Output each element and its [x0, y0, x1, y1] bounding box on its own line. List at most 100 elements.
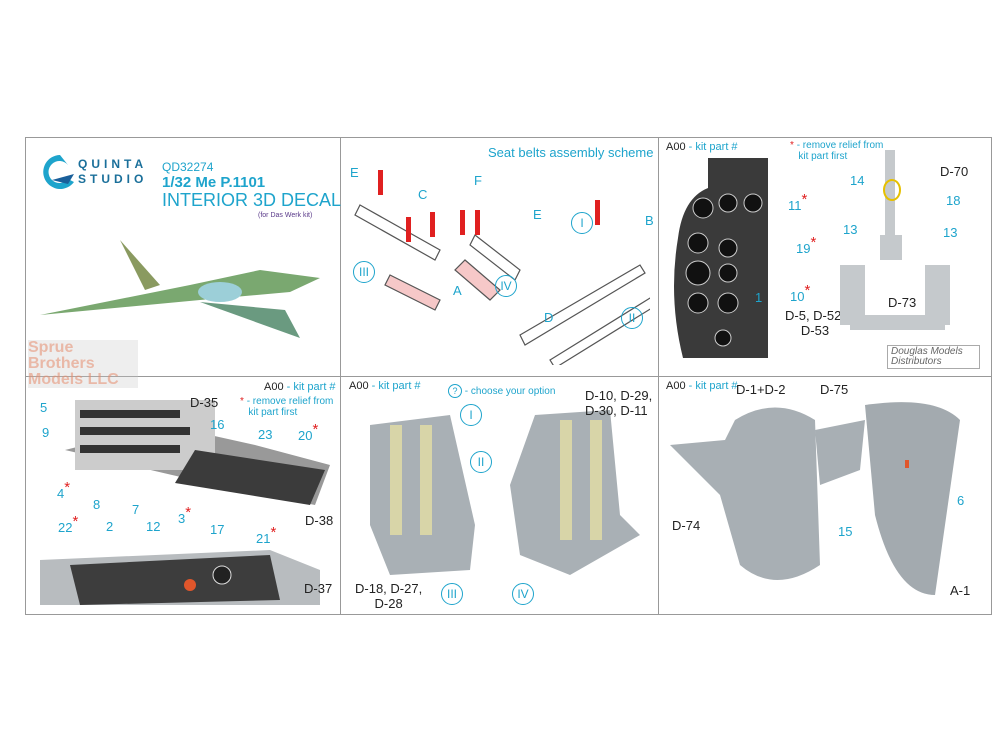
dash-legend-kitpart: A00 - kit part #: [666, 141, 738, 153]
callout-16: 16: [210, 417, 225, 432]
instruction-sheet: [25, 137, 992, 615]
legend-text: kit part first: [248, 407, 298, 418]
label: 22: [58, 520, 73, 535]
seats-image: [370, 410, 640, 575]
part-d38: D-38: [305, 513, 334, 528]
label: D-18, D-27,: [355, 581, 423, 596]
legend-text: - remove relief from: [796, 140, 884, 151]
side-panel-image: [65, 400, 330, 505]
option-iii-badge: III: [441, 583, 463, 605]
belts-diagram: [354, 170, 650, 365]
part-d74: D-74: [672, 518, 701, 533]
kit-part-code: A00: [349, 380, 369, 392]
callout-23: 23: [258, 427, 273, 442]
label: D-30, D-11: [585, 403, 648, 418]
callout-9: 9: [42, 425, 50, 440]
kit-part-code: A00: [264, 381, 284, 393]
control-stick-image: [840, 150, 950, 330]
option-i-badge: I: [571, 212, 593, 234]
callout-21: 21*: [256, 524, 277, 546]
dash-legend-relief: * - remove relief from kit part first: [790, 140, 883, 162]
legend-text: kit part first: [798, 151, 848, 162]
kit-part-desc: - kit part #: [286, 381, 336, 393]
question-icon: ?: [448, 384, 462, 398]
option-ii-badge: II: [621, 307, 643, 329]
legend-text: - choose your option: [464, 386, 556, 397]
part-d18-d27-d28: D-18, D-27,D-28: [355, 581, 422, 611]
label: 11: [788, 198, 802, 213]
option-i-badge: I: [460, 404, 482, 426]
callout-19: 19*: [796, 234, 817, 256]
part-d35: D-35: [190, 395, 219, 410]
callout-13b: 13: [943, 225, 958, 240]
callout-12: 12: [146, 519, 161, 534]
sprue-watermark: Sprue Brothers Models LLC: [28, 340, 138, 388]
belt-label-b: B: [645, 213, 654, 228]
callout-14: 14: [850, 173, 865, 188]
label: 4: [57, 486, 65, 501]
douglas-watermark: Douglas Models Distributors: [887, 345, 980, 369]
kit-part-desc: - kit part #: [688, 141, 738, 153]
part-d70: D-70: [940, 164, 969, 179]
quinta-logo-icon: [43, 155, 74, 189]
product-code: QD32274: [162, 160, 214, 174]
choose-option-legend: ? - choose your option: [448, 384, 555, 398]
label: 20: [298, 428, 313, 443]
callout-17: 17: [210, 522, 225, 537]
kit-note: (for Das Werk kit): [258, 212, 313, 219]
callout-1: 1: [755, 290, 763, 305]
walls-legend-kitpart: A00 - kit part #: [666, 380, 738, 392]
part-d75: D-75: [820, 382, 849, 397]
kit-part-desc: - kit part #: [688, 380, 738, 392]
belt-label-e2: E: [533, 207, 542, 222]
option-iv-badge: IV: [495, 275, 517, 297]
walls-image: [670, 402, 960, 595]
console-image: [40, 550, 320, 605]
label: D-28: [374, 596, 403, 611]
label: 3: [178, 511, 186, 526]
callout-20: 20*: [298, 421, 319, 443]
belt-label-e: E: [350, 165, 359, 180]
callout-11: 11*: [788, 191, 808, 213]
belt-label-f: F: [474, 173, 482, 188]
side-legend-relief: * - remove relief from kit part first: [240, 396, 333, 418]
callout-13a: 13: [843, 222, 858, 237]
belts-title: Seat belts assembly scheme: [488, 145, 654, 160]
side-legend-kitpart: A00 - kit part #: [264, 381, 336, 393]
callout-8: 8: [93, 497, 101, 512]
belt-label-c: C: [418, 187, 428, 202]
callout-15: 15: [838, 524, 853, 539]
callout-6: 6: [957, 493, 965, 508]
kit-part-code: A00: [666, 141, 686, 153]
part-d73: D-73: [888, 295, 917, 310]
part-a1: A-1: [950, 583, 971, 598]
callout-3: 3*: [178, 504, 192, 526]
option-iii-badge: III: [353, 261, 375, 283]
label: 19: [796, 241, 811, 256]
star-icon: *: [240, 396, 244, 407]
part-d10-d29-d30-d11: D-10, D-29,D-30, D-11: [585, 388, 652, 418]
label: 21: [256, 531, 271, 546]
belt-label-d: D: [544, 310, 554, 325]
part-d1-d2: D-1+D-2: [736, 382, 786, 397]
callout-22: 22*: [58, 513, 79, 535]
label: D-53: [800, 323, 830, 338]
star-icon: *: [790, 140, 794, 151]
label: D-10, D-29,: [585, 388, 653, 403]
instrument-panel-image: [674, 158, 768, 358]
callout-5: 5: [40, 400, 48, 415]
product-title: INTERIOR 3D DECAL: [162, 190, 342, 210]
option-ii-badge: II: [470, 451, 492, 473]
divider: [26, 376, 991, 377]
option-iv-badge: IV: [512, 583, 534, 605]
model-name: 1/32 Me P.1101: [162, 174, 266, 191]
aircraft-image: [40, 240, 320, 338]
kit-part-code: A00: [666, 380, 686, 392]
callout-7: 7: [132, 502, 140, 517]
belt-label-a: A: [453, 283, 462, 298]
callout-2: 2: [106, 519, 114, 534]
callout-4: 4*: [57, 479, 71, 501]
part-d37: D-37: [304, 581, 333, 596]
brand-line2: STUDIO: [78, 172, 148, 186]
label: 10: [790, 289, 805, 304]
